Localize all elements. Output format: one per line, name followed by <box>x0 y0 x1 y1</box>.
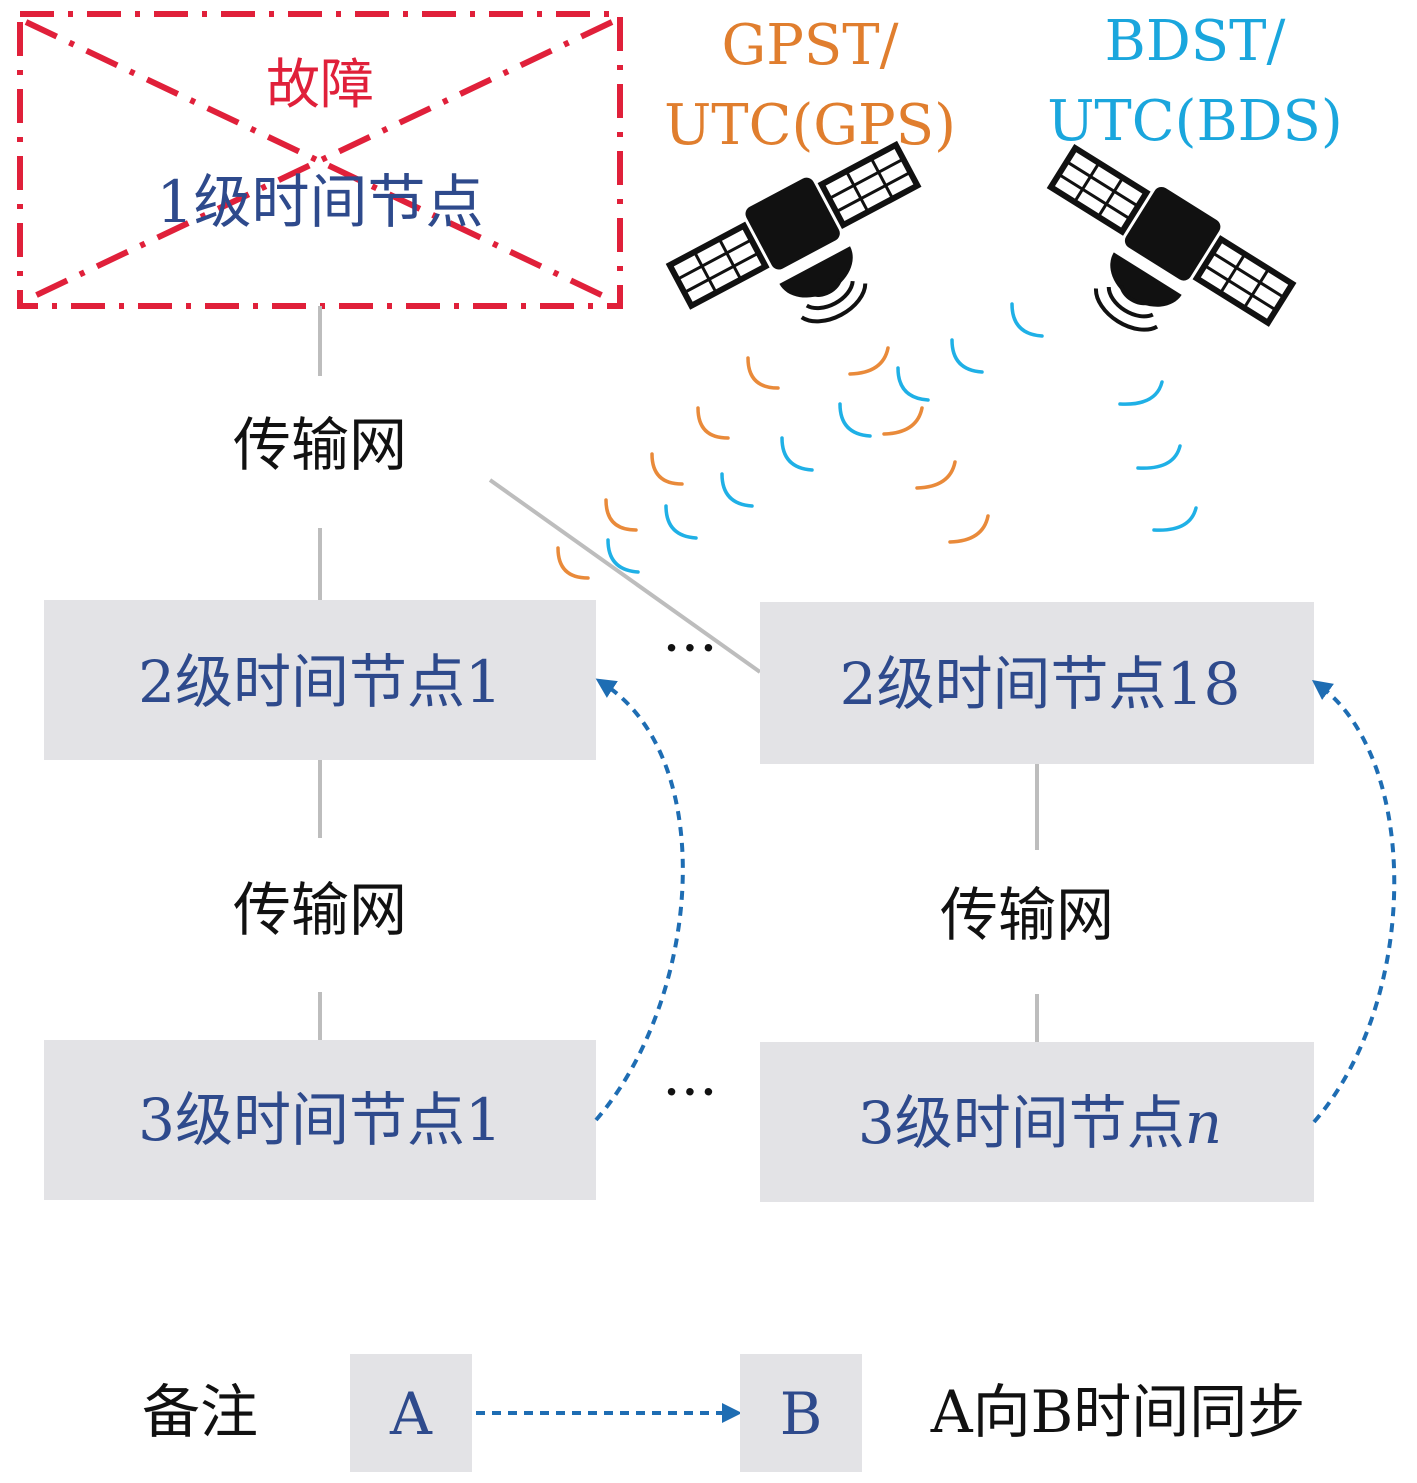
level3-node-last-box <box>760 1042 1314 1202</box>
gps-signal-waves <box>556 346 990 580</box>
transmission-network-top: 传输网 <box>233 411 407 479</box>
legend-description: A向B时间同步 <box>930 1378 1306 1446</box>
level3-node-first-label: 3级时间节点1 <box>138 1086 502 1154</box>
legend: 备注 A B A向B时间同步 <box>142 1354 1305 1472</box>
ellipsis-level2: ··· <box>662 614 717 682</box>
level2-node-last-label: 2级时间节点18 <box>840 650 1241 718</box>
level3-node-first-box <box>44 1040 596 1200</box>
sync-arrow-left <box>594 678 685 1122</box>
level3-node-last-var: n <box>1185 1089 1222 1157</box>
level2-node-first-box <box>44 600 596 760</box>
gps-satellite-icon <box>665 140 922 324</box>
level1-node-failed: 故障 1级时间节点 <box>17 11 623 309</box>
legend-title: 备注 <box>142 1378 258 1446</box>
level2-node-last-box <box>760 602 1314 764</box>
bds-satellite-icon <box>1046 143 1297 332</box>
level3-node-first: 3级时间节点1 <box>44 1040 596 1200</box>
bds-label-line2: UTC(BDS) <box>1047 89 1343 154</box>
level3-node-last-prefix: 3级时间节点 <box>858 1089 1185 1157</box>
sync-arrow-right <box>1311 680 1397 1124</box>
fault-label: 故障 <box>266 53 374 116</box>
legend-box-b-label: B <box>780 1380 823 1448</box>
fault-cross-line-1 <box>24 19 614 303</box>
ellipsis-level3: ··· <box>662 1058 717 1126</box>
bds-label-line1: BDST/ <box>1105 9 1286 74</box>
transmission-network-left: 传输网 <box>233 876 407 944</box>
legend-box-a <box>350 1354 472 1472</box>
level3-node-last: 3级时间节点n <box>760 1042 1314 1202</box>
level3-node-last-label: 3级时间节点n <box>858 1089 1222 1157</box>
transmission-network-right: 传输网 <box>940 881 1114 949</box>
gps-label-line2: UTC(GPS) <box>664 93 956 158</box>
level2-node-first-label: 2级时间节点1 <box>138 648 502 716</box>
legend-box-b <box>740 1354 862 1472</box>
level2-node-first: 2级时间节点1 <box>44 600 596 760</box>
level1-node-label: 1级时间节点 <box>157 168 484 236</box>
fault-cross-line-2 <box>24 19 614 303</box>
level2-node-last: 2级时间节点18 <box>760 602 1314 764</box>
link-network-to-level2-last <box>488 478 762 674</box>
bds-signal-waves <box>606 302 1198 574</box>
legend-box-a-label: A <box>389 1380 433 1448</box>
gps-label-line1: GPST/ <box>722 13 899 78</box>
